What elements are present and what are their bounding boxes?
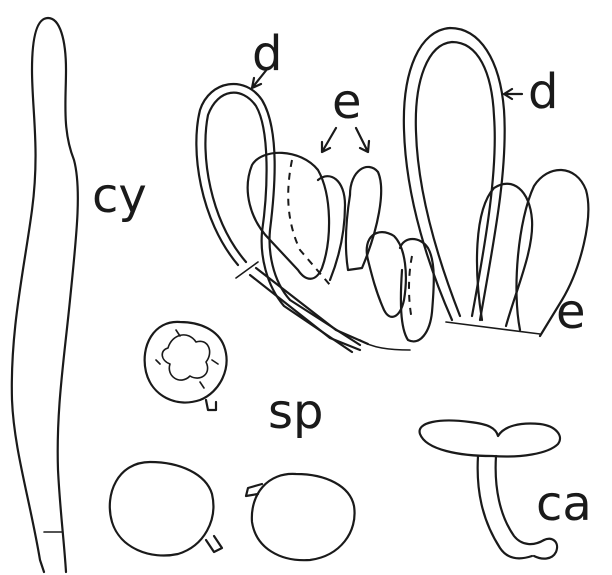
label-basidium-right: d bbox=[528, 64, 558, 120]
label-basidiole-right: e bbox=[556, 284, 586, 340]
label-cystidium: cy bbox=[92, 168, 147, 224]
label-caulocystidium: ca bbox=[536, 476, 592, 532]
spore-right-figure bbox=[246, 474, 355, 560]
cystidium-figure bbox=[12, 18, 78, 572]
spore-ornamented-figure bbox=[145, 322, 227, 410]
label-basidium-left: d bbox=[252, 26, 282, 82]
label-spores: sp bbox=[268, 384, 323, 440]
basidiole-cluster-figure bbox=[360, 232, 434, 350]
arrow-basidiole-top-left bbox=[322, 128, 336, 152]
label-basidiole-top: e bbox=[332, 74, 362, 130]
basidiole-center-figure bbox=[248, 153, 381, 285]
arrow-basidiole-top-right bbox=[356, 128, 369, 152]
basidium-right-figure bbox=[404, 28, 505, 320]
arrow-basidium-right bbox=[504, 89, 522, 99]
spore-left-figure bbox=[110, 462, 222, 556]
